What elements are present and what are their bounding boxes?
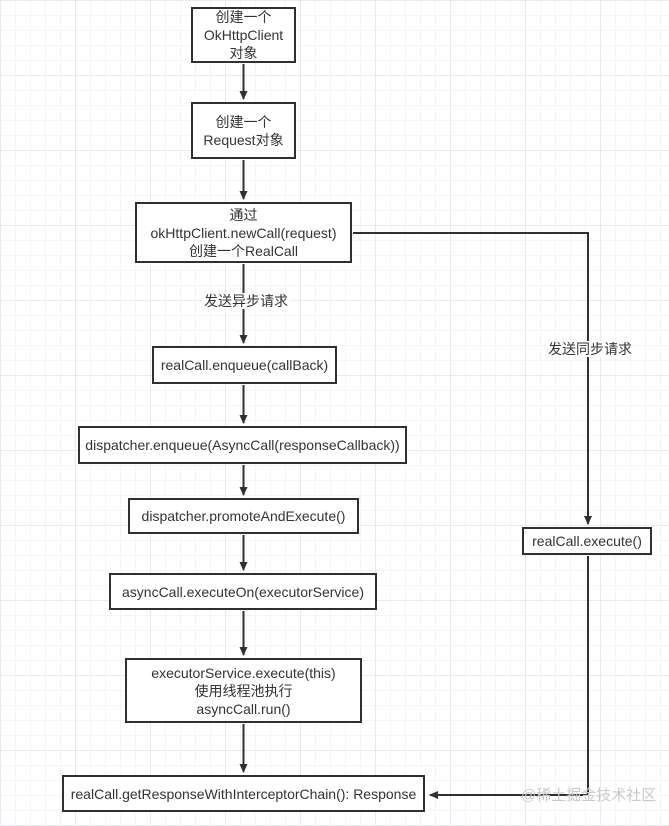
edge-newcall-to-execute-sync [353,232,592,525]
node-dispatcher-enqueue: dispatcher.enqueue(AsyncCall(responseCal… [78,426,407,464]
node-create-request: 创建一个 Request对象 [191,102,296,159]
node-realcall-execute: realCall.execute() [522,527,652,555]
node-newcall-create-realcall: 通过 okHttpClient.newCall(request) 创建一个Rea… [135,202,352,263]
sync-request-label: 发送同步请求 [546,341,634,357]
node-create-okhttpclient: 创建一个 OkHttpClient 对象 [191,7,296,63]
node-asynccall-executeon: asyncCall.executeOn(executorService) [109,573,377,610]
node-executorservice-execute: executorService.execute(this) 使用线程池执行 as… [125,658,362,723]
juejin-watermark: @稀土掘金技术社区 [521,787,657,804]
node-get-response-with-interceptor-chain: realCall.getResponseWithInterceptorChain… [62,775,425,812]
edge-execute-to-interceptorchain [429,556,589,799]
node-realcall-enqueue: realCall.enqueue(callBack) [152,346,337,384]
node-dispatcher-promote-and-execute: dispatcher.promoteAndExecute() [128,498,359,534]
async-request-label: 发送异步请求 [202,293,290,309]
